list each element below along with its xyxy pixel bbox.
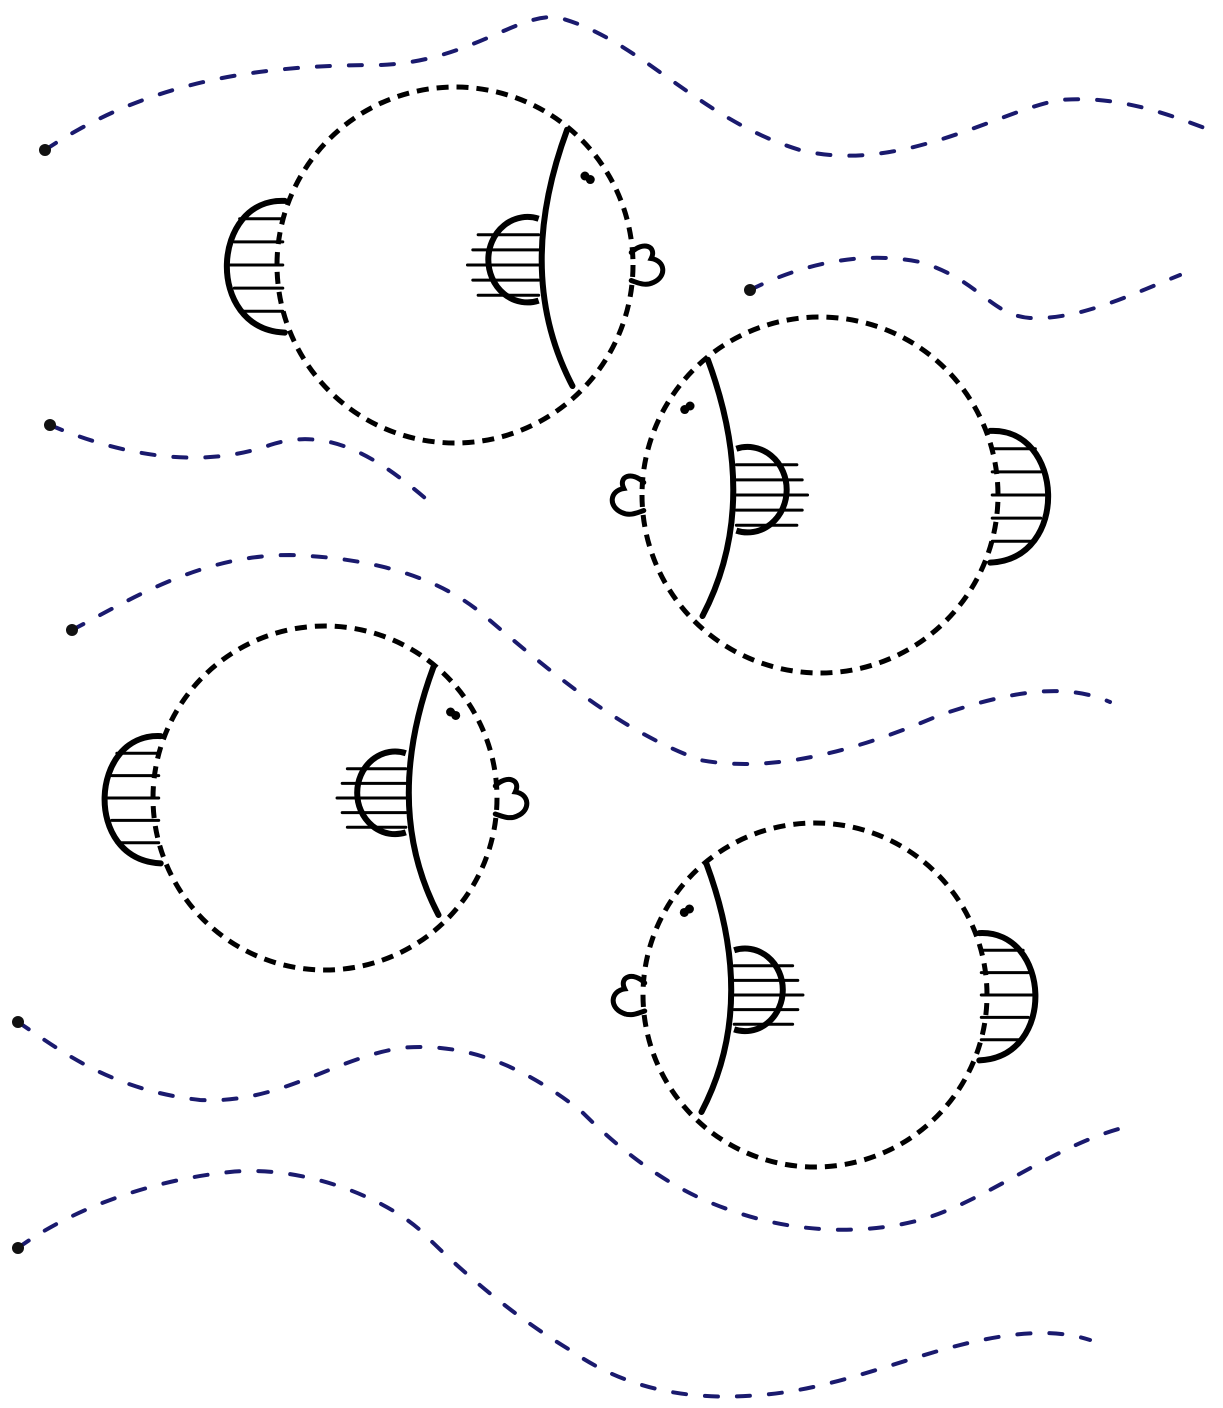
bubble-trail (12, 1016, 1135, 1230)
trail-line (18, 1022, 1135, 1230)
fish-body-outline (642, 317, 998, 673)
fish-3 (105, 626, 527, 970)
tail-fin (227, 201, 285, 333)
tail-fin (979, 933, 1035, 1060)
trail-line (72, 555, 1110, 764)
mouth (612, 476, 644, 514)
gill-line (703, 360, 734, 616)
trail-start-dot (39, 144, 51, 156)
trail-start-dot (12, 1016, 24, 1028)
fish-4 (613, 823, 1035, 1167)
trail-start-dot (66, 624, 78, 636)
side-fin (467, 217, 538, 302)
eye (680, 905, 694, 917)
bubble-trail (39, 17, 1210, 156)
gill-line (409, 667, 439, 915)
tail-fin (990, 431, 1048, 563)
fish-1 (227, 87, 663, 443)
trail-line (18, 1171, 1090, 1397)
gill-line (701, 864, 731, 1112)
trail-line (50, 425, 425, 498)
tail-fin (105, 736, 161, 863)
bubble-trail (44, 419, 425, 498)
mouth (631, 246, 663, 284)
eye (580, 172, 594, 185)
trail-line (750, 258, 1180, 318)
side-fin (734, 949, 803, 1032)
side-fin (337, 752, 406, 835)
fish-body-outline (277, 87, 633, 443)
fish-body-outline (643, 823, 987, 1167)
mouth (495, 779, 527, 817)
fish-figures (105, 87, 1049, 1167)
trail-start-dot (44, 419, 56, 431)
trail-line (45, 17, 1210, 156)
fish-2 (612, 317, 1048, 673)
fish-body-outline (153, 626, 497, 970)
trail-start-dot (12, 1242, 24, 1254)
eye (680, 402, 694, 415)
eye (446, 708, 460, 720)
trail-start-dot (744, 284, 756, 296)
bubble-trails (12, 17, 1210, 1396)
bubble-trail (12, 1171, 1090, 1397)
gill-line (542, 130, 573, 386)
side-fin (736, 447, 807, 532)
mouth (613, 976, 645, 1014)
bubble-trail (744, 258, 1180, 318)
